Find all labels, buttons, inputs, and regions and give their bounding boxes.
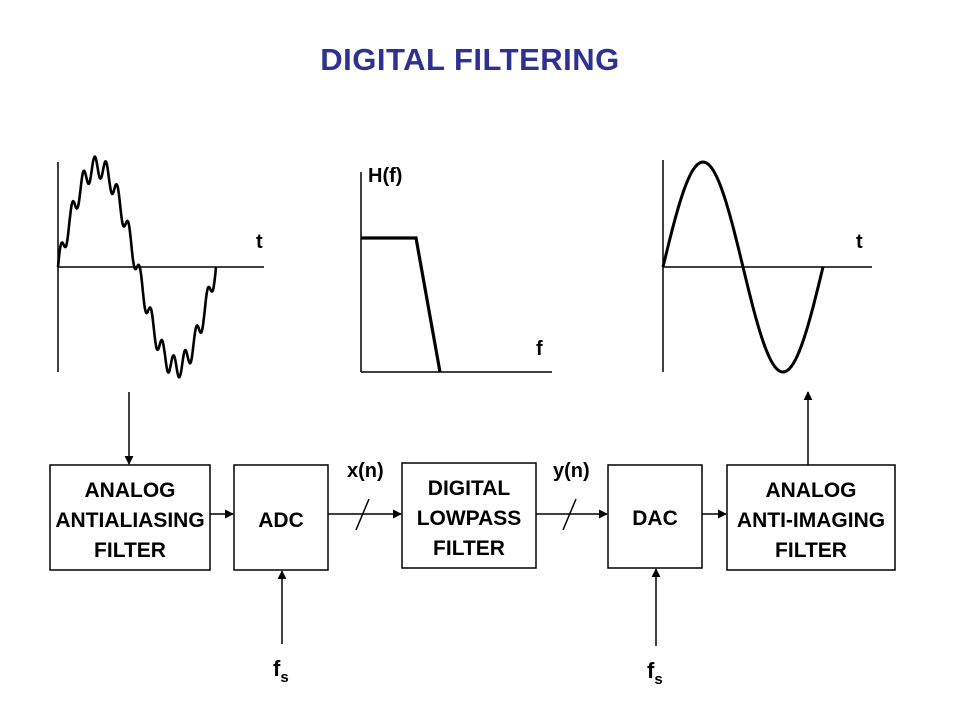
antiimaging-filter-box [726, 464, 896, 571]
response-plot-f-label: f [536, 338, 543, 360]
lowpass-filter-box [401, 462, 537, 569]
antialiasing-line2: ANTIALIASING [55, 509, 204, 532]
page-title: DIGITAL FILTERING [320, 42, 620, 77]
antialiasing-filter-block: ANALOG ANTIALIASING FILTER [49, 464, 211, 571]
fs-dac-label: fs [647, 658, 663, 688]
filter-response-plot: H(f) f [360, 165, 552, 373]
adc-box [233, 464, 329, 571]
output-plot-t-label: t [856, 231, 863, 253]
lowpass-filter-block: DIGITAL LOWPASS FILTER [401, 462, 537, 569]
input-plot-t-label: t [256, 231, 263, 253]
dac-block: DAC [607, 464, 703, 569]
antialiasing-filter-box [49, 464, 211, 571]
lowpass-response-curve [361, 236, 442, 373]
lowpass-line3: FILTER [433, 537, 505, 560]
yn-label: y(n) [553, 460, 590, 482]
antialiasing-line3: FILTER [94, 539, 166, 562]
fs-dac-base: f [647, 658, 655, 683]
fs-dac-sub: s [654, 671, 662, 688]
antiimaging-line2: ANTI-IMAGING [737, 509, 885, 532]
dac-label: DAC [632, 507, 678, 530]
dac-box [607, 464, 703, 569]
antiimaging-line1: ANALOG [766, 479, 857, 502]
noisy-sine-wave [56, 155, 218, 379]
antiimaging-line3: FILTER [775, 539, 847, 562]
antialiasing-line1: ANALOG [85, 479, 176, 502]
xn-bus-slash [355, 498, 370, 531]
input-signal-plot: t [56, 155, 264, 379]
lowpass-line2: LOWPASS [417, 507, 522, 530]
lowpass-line1: DIGITAL [428, 477, 511, 500]
adc-block: ADC [233, 464, 329, 571]
fs-adc-label: fs [273, 656, 289, 686]
fs-adc-base: f [273, 656, 281, 681]
adc-label: ADC [258, 509, 304, 532]
clean-sine-wave [661, 160, 825, 374]
antiimaging-filter-block: ANALOG ANTI-IMAGING FILTER [726, 464, 896, 571]
output-signal-plot: t [661, 160, 872, 374]
xn-label: x(n) [347, 460, 384, 482]
fs-adc-sub: s [280, 669, 288, 686]
yn-bus-slash [562, 498, 577, 531]
response-plot-h-label: H(f) [368, 165, 402, 187]
